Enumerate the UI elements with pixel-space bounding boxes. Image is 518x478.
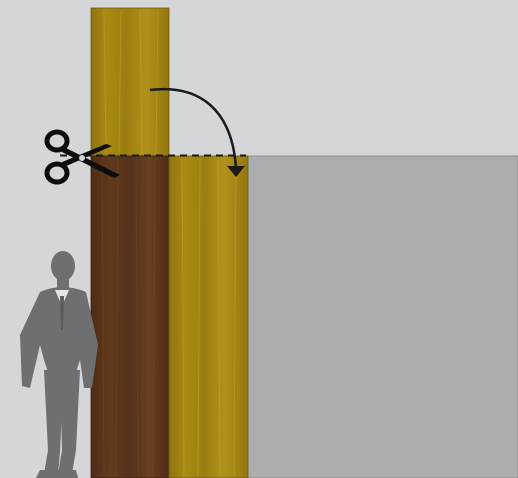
- gray-panel: [248, 156, 518, 478]
